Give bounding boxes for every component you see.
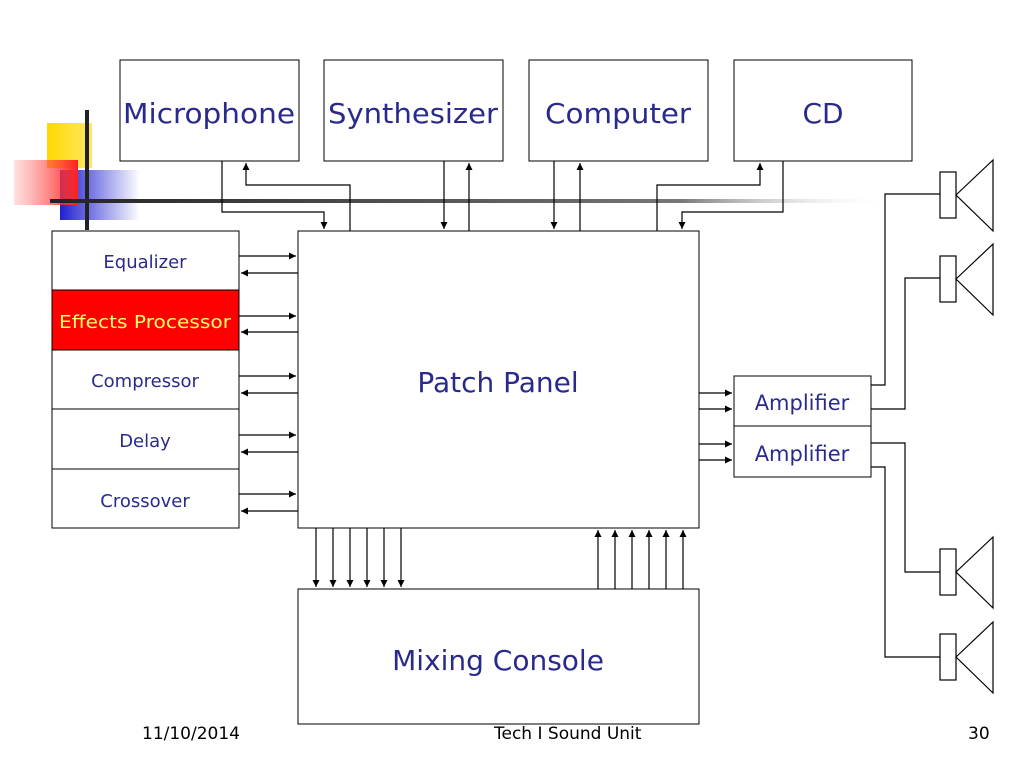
source-label-computer: Computer: [545, 97, 692, 130]
amplifier-box-1: Amplifier: [733, 375, 872, 427]
speaker-wiring: [871, 193, 940, 658]
source-box-synthesizer: Synthesizer: [323, 59, 504, 162]
console-connections: [312, 528, 687, 589]
amplifier-box-2: Amplifier: [733, 425, 872, 478]
source-label-microphone: Microphone: [123, 97, 295, 130]
footer-title: Tech I Sound Unit: [494, 724, 642, 744]
processor-stack: Equalizer Effects Processor Compressor D…: [51, 230, 240, 529]
patch-panel-box: Patch Panel: [297, 230, 700, 529]
speaker-icon-4: [939, 620, 994, 695]
amplifier-connections: [699, 389, 732, 464]
processor-label-equalizer: Equalizer: [103, 252, 187, 273]
mixing-console-box: Mixing Console: [297, 588, 700, 725]
footer-page-number: 30: [968, 724, 990, 744]
source-label-cd: CD: [802, 97, 843, 130]
speaker-icon-1: [939, 158, 994, 233]
effects-processor-highlight: [51, 289, 240, 351]
source-box-computer: Computer: [528, 59, 709, 162]
processor-connections: [239, 252, 298, 515]
processor-label-effects: Effects Processor: [59, 312, 232, 333]
source-box-microphone: Microphone: [119, 59, 300, 162]
amplifier-label-2: Amplifier: [755, 442, 850, 466]
patch-panel-label: Patch Panel: [417, 366, 578, 399]
source-connections: [221, 161, 784, 231]
amplifier-label-1: Amplifier: [755, 391, 850, 415]
processor-label-crossover: Crossover: [100, 491, 190, 512]
mixing-console-label: Mixing Console: [392, 644, 604, 677]
speaker-icon-3: [939, 535, 994, 610]
processor-label-delay: Delay: [119, 431, 171, 452]
footer-date: 11/10/2014: [142, 724, 240, 744]
source-box-cd: CD: [733, 59, 913, 162]
processor-label-compressor: Compressor: [91, 371, 199, 392]
source-label-synthesizer: Synthesizer: [328, 97, 499, 130]
speaker-icon-2: [939, 242, 994, 317]
decorative-squares-logo: [14, 110, 890, 230]
